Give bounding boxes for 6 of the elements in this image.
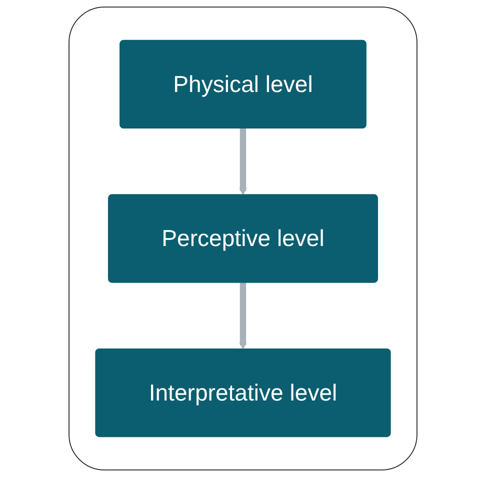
node-box: Interpretative level (95, 348, 391, 438)
arrow (239, 282, 247, 350)
node-box: Physical level (120, 40, 366, 129)
node-box: Perceptive level (108, 194, 378, 283)
arrow (239, 128, 247, 195)
cluster (68, 6, 418, 470)
